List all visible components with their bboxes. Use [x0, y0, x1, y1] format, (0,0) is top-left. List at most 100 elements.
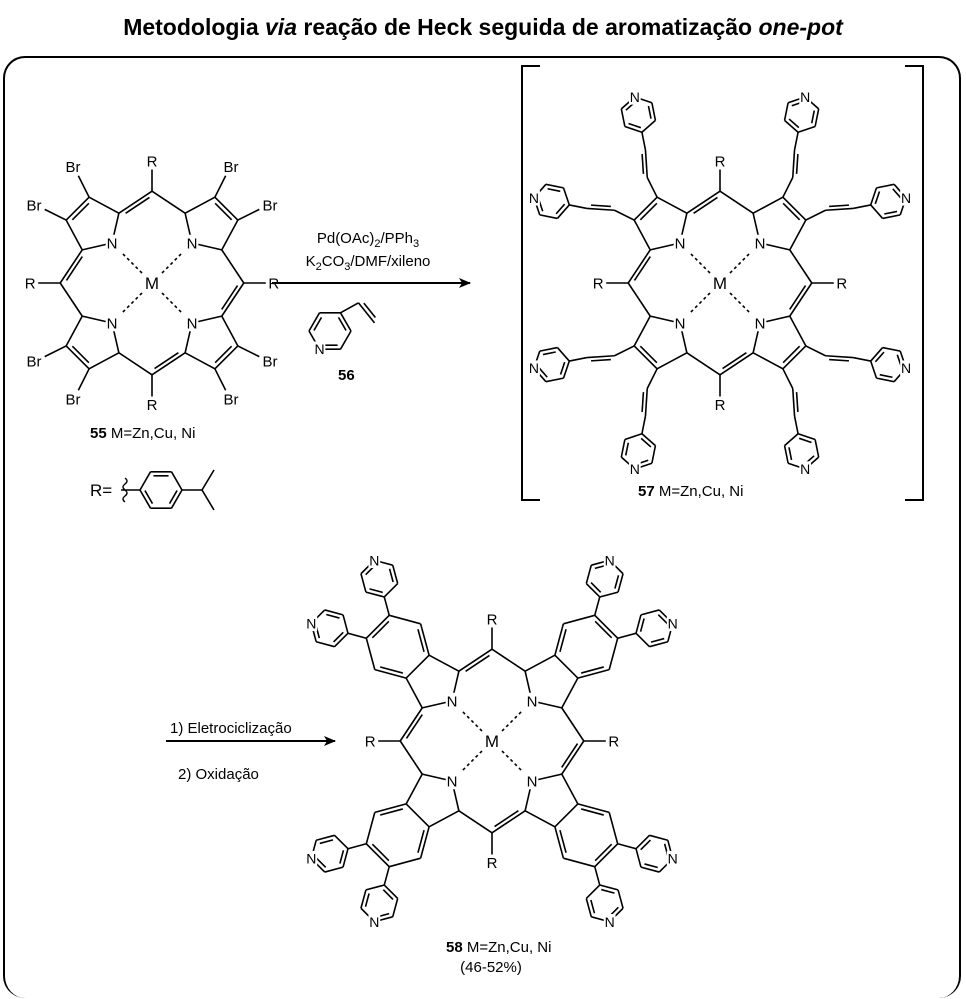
bond — [617, 889, 624, 909]
bond — [339, 850, 345, 864]
bond — [554, 803, 579, 828]
atom-label: N — [630, 89, 640, 105]
bond — [601, 888, 615, 894]
bond — [88, 352, 120, 370]
bond — [869, 187, 878, 206]
bond — [617, 843, 637, 850]
bond — [617, 632, 637, 639]
bond — [782, 177, 794, 198]
bond — [569, 356, 588, 362]
bond — [641, 132, 647, 151]
atom-label: N — [800, 461, 810, 477]
bond — [686, 190, 721, 214]
bond — [788, 118, 800, 129]
bond — [789, 249, 813, 284]
atom-backdrop — [27, 196, 41, 214]
bond — [405, 714, 423, 739]
bond — [319, 839, 334, 845]
atom-backdrop — [603, 914, 616, 930]
bond — [608, 812, 619, 844]
bond — [365, 591, 385, 598]
bond — [44, 345, 67, 358]
bond — [559, 361, 566, 375]
bond — [782, 345, 801, 364]
coordination-bond — [729, 292, 751, 314]
bond — [554, 826, 565, 859]
bond — [342, 848, 349, 868]
atom-label: N — [901, 190, 911, 206]
bond — [639, 202, 658, 221]
atom-label: N — [675, 315, 686, 332]
atom-backdrop — [799, 461, 812, 477]
bond — [614, 575, 620, 589]
bond — [599, 884, 619, 891]
bond — [71, 202, 90, 221]
bond — [365, 638, 376, 670]
atom-label: Br — [263, 197, 278, 214]
atom-backdrop — [484, 731, 500, 751]
bond — [649, 834, 669, 842]
bond — [647, 105, 652, 119]
atom-label: N — [306, 851, 316, 867]
bond — [77, 175, 90, 198]
bond — [360, 573, 367, 593]
bond — [556, 204, 570, 219]
bond — [458, 648, 493, 672]
bond — [791, 149, 796, 178]
bond — [651, 445, 657, 464]
bond — [559, 629, 567, 653]
bond — [624, 442, 630, 456]
atom-label: N — [605, 914, 615, 930]
title-via: via — [265, 14, 297, 40]
atom-backdrop — [713, 152, 727, 170]
coordination-bond — [461, 750, 483, 772]
bond — [342, 614, 349, 634]
bond — [635, 848, 642, 868]
atom-backdrop — [105, 234, 119, 252]
bond — [641, 119, 656, 133]
bond — [793, 132, 799, 151]
bond — [214, 196, 239, 221]
bond — [797, 432, 816, 441]
bond — [719, 352, 754, 376]
atom-backdrop — [799, 89, 812, 105]
scheme-title: Metodologia via reação de Heck seguida d… — [0, 14, 966, 41]
atom-backdrop — [27, 352, 41, 370]
bond — [614, 209, 635, 221]
bond — [646, 368, 658, 389]
atom-backdrop — [305, 850, 318, 867]
bond — [810, 110, 816, 124]
bond — [139, 471, 152, 491]
atom-backdrop — [313, 341, 326, 357]
bond — [594, 614, 619, 639]
bond — [524, 810, 556, 828]
atom-label: N — [306, 615, 316, 631]
bond — [458, 810, 493, 834]
bond — [788, 447, 793, 461]
atom-label: R — [487, 855, 498, 872]
bond — [594, 843, 613, 862]
bond — [784, 119, 799, 133]
bond — [590, 582, 602, 593]
atom-backdrop — [144, 273, 160, 293]
bond — [590, 899, 596, 914]
bond — [561, 743, 579, 768]
bond — [154, 352, 179, 370]
bond — [491, 810, 526, 834]
bond — [782, 202, 801, 221]
bond — [585, 564, 593, 584]
bond — [221, 282, 245, 317]
atom-label: N — [107, 235, 118, 252]
bond — [798, 437, 812, 444]
bond — [882, 214, 901, 220]
bond — [562, 187, 571, 206]
compound-58-yield: (46-52%) — [460, 959, 522, 976]
bond — [237, 208, 260, 221]
bond — [184, 196, 216, 214]
bond — [644, 863, 658, 869]
bond — [324, 866, 344, 873]
atom-label: N — [668, 615, 678, 631]
atom-label: N — [187, 235, 198, 252]
